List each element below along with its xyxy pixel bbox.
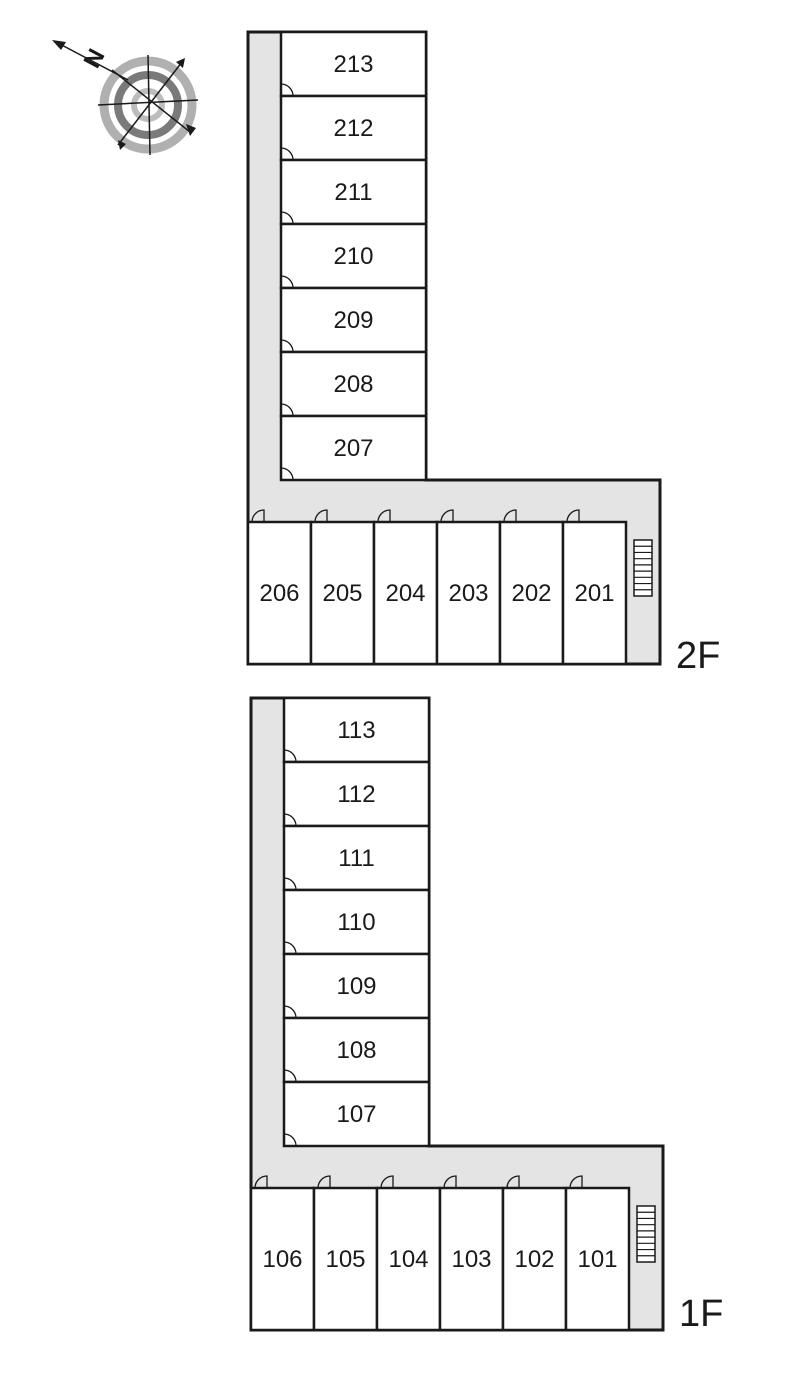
room-outline: [282, 824, 431, 892]
room-label: 202: [511, 580, 551, 607]
stairs-icon: [636, 1205, 656, 1263]
room-103: 103: [438, 1175, 505, 1332]
door-icon: [506, 1175, 520, 1189]
room-outline: [279, 286, 428, 354]
door-icon: [251, 509, 265, 523]
room-210: 210: [279, 222, 428, 290]
room-outline: [249, 1186, 316, 1332]
room-207: 207: [279, 414, 428, 482]
room-106: 106: [249, 1175, 316, 1332]
room-outline: [375, 1186, 442, 1332]
room-label: 105: [325, 1246, 365, 1273]
floor-plan-1F: 113 112 111 110 109 108 107 106 105 104 103 102 101 1…: [249, 696, 723, 1335]
room-outline: [438, 1186, 505, 1332]
room-label: 110: [337, 909, 375, 936]
room-101: 101: [564, 1175, 631, 1332]
room-label: 211: [334, 179, 372, 206]
room-label: 212: [333, 115, 373, 142]
room-label: 205: [322, 580, 362, 607]
door-icon: [314, 509, 328, 523]
room-label: 108: [336, 1037, 376, 1064]
room-label: 209: [333, 307, 373, 334]
room-label: 112: [337, 781, 375, 808]
room-outline: [282, 1080, 431, 1148]
floor-label: 2F: [676, 635, 720, 677]
room-110: 110: [282, 888, 431, 956]
room-109: 109: [282, 952, 431, 1020]
room-outline: [312, 1186, 379, 1332]
room-208: 208: [279, 350, 428, 418]
room-label: 203: [448, 580, 488, 607]
room-outline: [282, 696, 431, 764]
door-icon: [566, 509, 580, 523]
room-label: 101: [577, 1246, 617, 1273]
door-icon: [503, 509, 517, 523]
room-label: 207: [333, 435, 373, 462]
room-205: 205: [309, 509, 376, 666]
compass-rose-icon: [52, 40, 199, 156]
room-108: 108: [282, 1016, 431, 1084]
room-outline: [435, 520, 502, 666]
room-outline: [498, 520, 565, 666]
door-icon: [254, 1175, 268, 1189]
room-label: 201: [574, 580, 614, 607]
room-outline: [282, 952, 431, 1020]
room-105: 105: [312, 1175, 379, 1332]
room-outline: [561, 520, 628, 666]
room-label: 206: [259, 580, 299, 607]
door-icon: [377, 509, 391, 523]
room-107: 107: [282, 1080, 431, 1148]
door-icon: [440, 509, 454, 523]
door-icon: [283, 1133, 297, 1147]
floors-layer: 213 212 211 210 209 208 207 206 205 204 203 202 201 2…: [246, 30, 723, 1335]
room-outline: [282, 888, 431, 956]
room-201: 201: [561, 509, 628, 666]
room-outline: [309, 520, 376, 666]
room-label: 103: [451, 1246, 491, 1273]
door-icon: [569, 1175, 583, 1189]
room-203: 203: [435, 509, 502, 666]
room-outline: [372, 520, 439, 666]
door-icon: [317, 1175, 331, 1189]
room-102: 102: [501, 1175, 568, 1332]
room-outline: [282, 760, 431, 828]
room-label: 113: [337, 717, 375, 744]
room-211: 211: [279, 158, 428, 226]
room-212: 212: [279, 94, 428, 162]
room-202: 202: [498, 509, 565, 666]
room-outline: [282, 1016, 431, 1084]
room-label: 104: [388, 1246, 428, 1273]
room-label: 107: [336, 1101, 376, 1128]
floor-label: 1F: [679, 1293, 723, 1335]
room-label: 213: [333, 51, 373, 78]
floor-plan-2F: 213 212 211 210 209 208 207 206 205 204 203 202 201 2…: [246, 30, 720, 677]
room-label: 210: [333, 243, 373, 270]
room-outline: [564, 1186, 631, 1332]
room-label: 111: [338, 845, 374, 872]
room-outline: [279, 94, 428, 162]
room-204: 204: [372, 509, 439, 666]
room-label: 204: [385, 580, 425, 607]
room-label: 106: [262, 1246, 302, 1273]
room-209: 209: [279, 286, 428, 354]
room-206: 206: [246, 509, 313, 666]
room-label: 102: [514, 1246, 554, 1273]
room-113: 113: [282, 696, 431, 764]
door-icon: [380, 1175, 394, 1189]
room-112: 112: [282, 760, 431, 828]
room-outline: [279, 222, 428, 290]
room-111: 111: [282, 824, 431, 892]
room-213: 213: [279, 30, 428, 98]
stairs-icon: [633, 539, 653, 597]
room-label: 109: [336, 973, 376, 1000]
door-icon: [443, 1175, 457, 1189]
room-104: 104: [375, 1175, 442, 1332]
room-outline: [279, 414, 428, 482]
room-outline: [246, 520, 313, 666]
room-outline: [279, 158, 428, 226]
room-label: 208: [333, 371, 373, 398]
door-icon: [280, 467, 294, 481]
